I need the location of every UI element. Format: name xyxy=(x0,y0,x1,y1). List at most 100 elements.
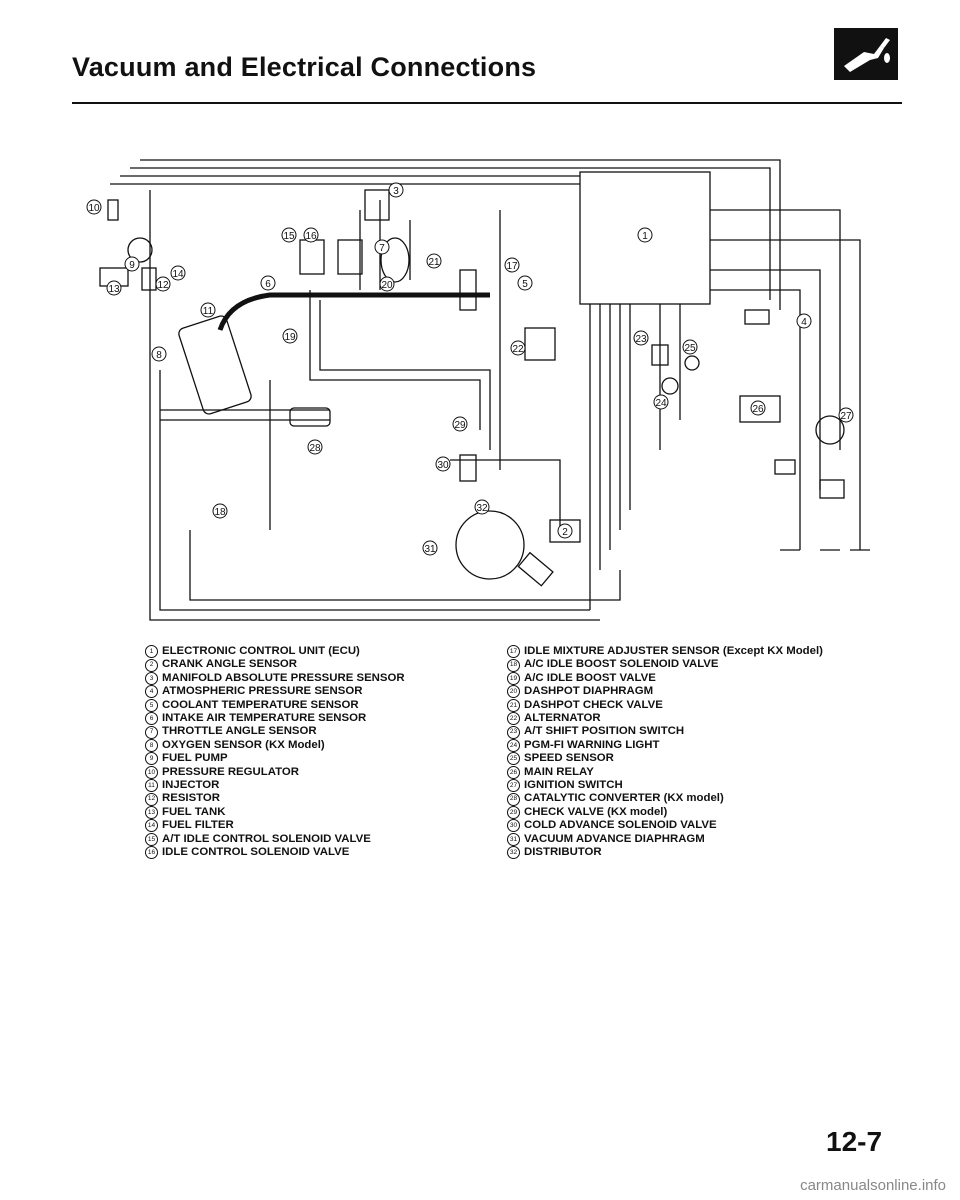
legend-number: 13 xyxy=(145,806,158,820)
legend-label: CHECK VALVE (KX model) xyxy=(524,805,668,818)
svg-text:6: 6 xyxy=(265,279,271,290)
legend-label: DISTRIBUTOR xyxy=(524,846,602,859)
legend-item: 10 PRESSURE REGULATOR xyxy=(145,766,465,779)
harness-line xyxy=(710,289,801,550)
legend-number: 2 xyxy=(145,658,158,672)
legend-number: 20 xyxy=(507,685,520,699)
legend-number: 21 xyxy=(507,698,520,712)
callout-8: 8 xyxy=(151,346,167,362)
ecu-box xyxy=(579,171,711,305)
warning-light-icon xyxy=(661,377,679,395)
svg-text:11: 11 xyxy=(203,306,214,317)
map-sensor-icon xyxy=(364,189,390,221)
legend-number: 16 xyxy=(145,846,158,860)
svg-text:10: 10 xyxy=(88,203,100,214)
legend-label: PRESSURE REGULATOR xyxy=(162,765,299,778)
svg-text:21: 21 xyxy=(428,257,440,268)
catalytic-converter-icon xyxy=(289,407,331,427)
solenoid-valve-icon xyxy=(299,239,325,275)
harness-line xyxy=(130,167,771,300)
legend-number: 14 xyxy=(145,819,158,833)
legend-label: IDLE CONTROL SOLENOID VALVE xyxy=(162,846,350,859)
legend-label: IGNITION SWITCH xyxy=(524,779,623,792)
svg-text:1: 1 xyxy=(642,231,648,242)
svg-text:3: 3 xyxy=(393,186,399,197)
legend-label: INJECTOR xyxy=(162,779,220,792)
main-relay-icon xyxy=(739,395,781,423)
legend-number: 9 xyxy=(145,752,158,766)
crank-angle-sensor-icon xyxy=(549,519,581,543)
title-rule xyxy=(72,102,902,104)
fuse-icon xyxy=(819,479,845,499)
callout-26: 26 xyxy=(750,400,766,416)
fuse-icon xyxy=(774,459,796,475)
section-badge xyxy=(834,28,898,80)
svg-text:17: 17 xyxy=(506,261,518,272)
harness-line xyxy=(149,190,600,621)
svg-text:5: 5 xyxy=(522,279,528,290)
legend-number: 25 xyxy=(507,752,520,766)
legend-number: 1 xyxy=(145,645,158,659)
callout-24: 24 xyxy=(653,394,669,410)
callout-25: 25 xyxy=(682,339,698,355)
legend-number: 8 xyxy=(145,739,158,753)
legend-label: SPEED SENSOR xyxy=(524,752,614,765)
legend-item: 16 IDLE CONTROL SOLENOID VALVE xyxy=(145,846,465,860)
vacuum-hose xyxy=(309,290,481,430)
svg-text:15: 15 xyxy=(283,231,295,242)
legend-number: 22 xyxy=(507,712,520,726)
svg-text:23: 23 xyxy=(635,334,647,345)
legend-number: 10 xyxy=(145,765,158,779)
legend-label: THROTTLE ANGLE SENSOR xyxy=(162,725,317,738)
callout-5: 5 xyxy=(517,275,533,291)
legend-item: 25 SPEED SENSOR xyxy=(507,752,867,766)
legend-number: 6 xyxy=(145,712,158,726)
page-title: Vacuum and Electrical Connections xyxy=(72,52,537,82)
legend-label: DASHPOT DIAPHRAGM xyxy=(524,685,654,698)
shift-switch-icon xyxy=(651,344,669,366)
svg-text:12: 12 xyxy=(157,280,169,291)
legend-number: 7 xyxy=(145,725,158,739)
legend-item: 7 THROTTLE ANGLE SENSOR xyxy=(145,725,465,739)
callout-13: 13 xyxy=(106,280,122,296)
legend-label: ATMOSPHERIC PRESSURE SENSOR xyxy=(162,685,363,698)
svg-text:29: 29 xyxy=(454,420,466,431)
legend-number: 11 xyxy=(145,779,158,793)
legend-number: 12 xyxy=(145,792,158,806)
legend-number: 24 xyxy=(507,739,520,753)
legend-item: 20 DASHPOT DIAPHRAGM xyxy=(507,685,867,699)
legend-label: MAIN RELAY xyxy=(524,765,594,778)
legend-item: 11 INJECTOR xyxy=(145,779,465,793)
legend-label: FUEL FILTER xyxy=(162,819,234,832)
speed-sensor-icon xyxy=(684,355,700,371)
fuel-pump-icon xyxy=(127,237,153,263)
legend-number: 32 xyxy=(507,846,520,860)
svg-text:14: 14 xyxy=(172,269,184,280)
legend-number: 3 xyxy=(145,672,158,686)
dashpot-icon xyxy=(459,269,477,311)
svg-text:32: 32 xyxy=(476,503,488,514)
legend-label: A/T SHIFT POSITION SWITCH xyxy=(524,725,685,738)
legend-label: IDLE MIXTURE ADJUSTER SENSOR (Except KX … xyxy=(524,645,823,657)
callout-4: 4 xyxy=(796,313,812,329)
callout-6: 6 xyxy=(260,275,276,291)
legend-item: 26 MAIN RELAY xyxy=(507,766,867,779)
legend-number: 4 xyxy=(145,685,158,699)
legend-label: FUEL TANK xyxy=(162,805,226,818)
intake-manifold xyxy=(217,292,490,331)
callout-30: 30 xyxy=(435,456,451,472)
legend-number: 26 xyxy=(507,765,520,779)
legend-label: INTAKE AIR TEMPERATURE SENSOR xyxy=(162,712,367,725)
callout-17: 17 xyxy=(504,257,520,273)
svg-text:26: 26 xyxy=(752,404,764,415)
